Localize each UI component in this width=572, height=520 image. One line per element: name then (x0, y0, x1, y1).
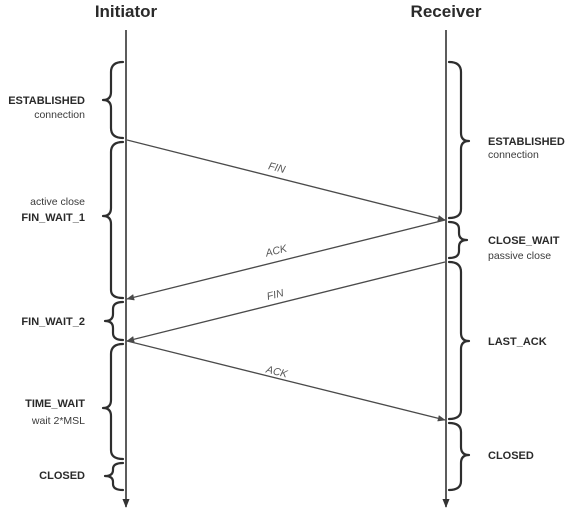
initiator-time-wait-label: TIME_WAIT (25, 398, 85, 410)
initiator-fin-wait-1-note: active close (30, 196, 85, 208)
brace-receiver-last-ack (447, 260, 471, 421)
ack-1-arrow (126, 219, 446, 301)
initiator-fin-wait-1-label: FIN_WAIT_1 (21, 212, 85, 224)
brace-initiator-closed (103, 461, 125, 492)
ack-2-arrow (126, 340, 446, 422)
brace-receiver-established (447, 60, 471, 220)
fin-2-arrow (126, 261, 446, 343)
brace-receiver-closed (447, 421, 471, 492)
ack-1-label: ACK (263, 242, 289, 259)
receiver-close-wait-label: CLOSE_WAIT (488, 235, 560, 247)
initiator-established-note: connection (34, 109, 85, 121)
fin-1-arrow (126, 139, 446, 222)
brace-initiator-established (101, 60, 125, 140)
ack-2-label: ACK (264, 363, 290, 380)
receiver-closed-label: CLOSED (488, 450, 534, 462)
initiator-fin-wait-2-label: FIN_WAIT_2 (21, 316, 85, 328)
receiver-established-note: connection (488, 149, 539, 161)
receiver-established-label: ESTABLISHED (488, 136, 565, 148)
receiver-header: Receiver (411, 2, 482, 21)
brace-initiator-fin-wait-2 (103, 300, 125, 342)
receiver-last-ack-label: LAST_ACK (488, 336, 547, 348)
brace-initiator-time-wait (101, 342, 125, 461)
initiator-header: Initiator (95, 2, 158, 21)
brace-initiator-fin-wait-1 (101, 140, 125, 300)
initiator-closed-label: CLOSED (39, 470, 85, 482)
brace-receiver-close-wait (447, 220, 469, 260)
receiver-close-wait-note: passive close (488, 250, 551, 262)
initiator-time-wait-note: wait 2*MSL (31, 415, 85, 427)
fin-2-label: FIN (266, 287, 286, 303)
initiator-established-label: ESTABLISHED (8, 95, 85, 107)
fin-1-label: FIN (267, 160, 287, 176)
